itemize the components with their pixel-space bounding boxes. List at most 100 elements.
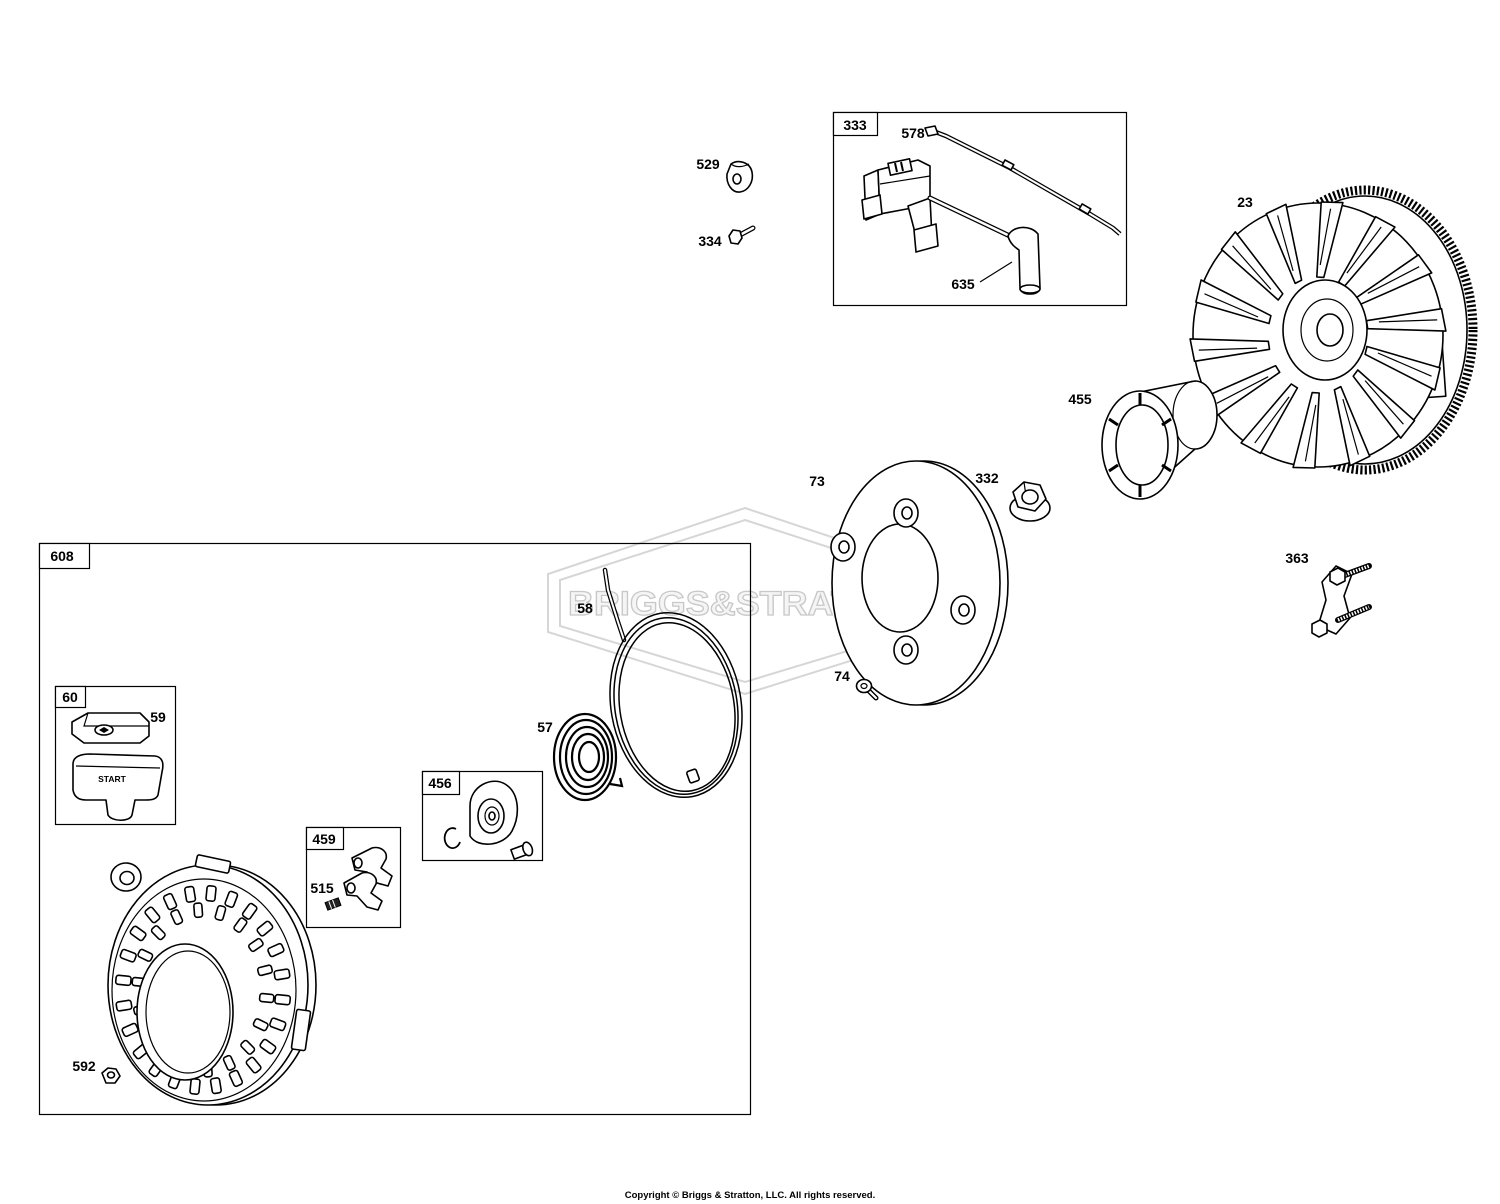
kit-60-box: 60 START [54, 685, 177, 826]
starter-cup-rib [1161, 417, 1172, 427]
ground-wire-fill [932, 130, 1121, 235]
callout-363: 363 [1285, 550, 1309, 566]
kit-333-label: 333 [843, 117, 867, 133]
housing-vent-slot [121, 1022, 139, 1038]
flywheel-fin-edge [1342, 398, 1359, 455]
housing-vent-slot [137, 948, 154, 962]
flywheel-fin-edge [1367, 266, 1420, 294]
housing-vent-slot [205, 885, 217, 902]
ground-wire-terminal [924, 125, 939, 137]
housing-vent-slot [256, 964, 274, 977]
spring-coil-2 [558, 718, 614, 796]
kit-456-frame [421, 770, 544, 862]
part-456-pawl-retainer [469, 780, 519, 845]
starter-cup-rib [1108, 417, 1119, 427]
kit-459-box: 459 [305, 826, 402, 929]
screw-74-washer [860, 682, 868, 690]
kit-608-frame [38, 542, 752, 1116]
part-332-flange-nut [1009, 481, 1051, 522]
flywheel-fin-edge [1346, 226, 1382, 274]
armature-terminal-stripe-2 [900, 161, 904, 172]
callout-592: 592 [72, 1058, 96, 1074]
flywheel-fin-edge [1254, 396, 1290, 444]
part-363-bracket-bolts [1311, 563, 1372, 638]
housing-vent-slot [274, 993, 292, 1006]
housing-vent-slot [129, 925, 147, 942]
flywheel-fin-edge [1364, 380, 1404, 425]
callout-515: 515 [310, 880, 334, 896]
callout-23: 23 [1237, 194, 1253, 210]
part-608-recoil-housing [107, 854, 317, 1106]
callout-455: 455 [1068, 391, 1092, 407]
callout-529: 529 [696, 156, 720, 172]
kit-456-tab [421, 770, 461, 796]
spring-coil-4 [570, 732, 606, 782]
flywheel-fin-edge [1378, 319, 1438, 323]
bolt-upper-head [1329, 567, 1346, 586]
housing-vent-slot [114, 974, 132, 987]
flywheel-fin [1364, 345, 1441, 391]
callout-59: 59 [150, 709, 166, 725]
flywheel-fin-edge [1277, 215, 1294, 272]
flywheel-fin [1333, 385, 1371, 467]
plate-boss [893, 635, 919, 665]
part-529-grommet [726, 160, 754, 193]
part-58-starter-rope [602, 567, 743, 799]
starter-cup-back-edge [1172, 380, 1196, 450]
starter-cup-ribs [1108, 393, 1172, 497]
callout-635-leader [979, 261, 1013, 283]
plate-center-opening [861, 523, 939, 633]
plate-boss [950, 595, 976, 625]
plate-boss [830, 532, 856, 562]
housing-vent-slot [267, 942, 285, 958]
callout-labels: 529 334 578 635 23 455 332 73 363 74 58 … [72, 125, 1309, 1074]
flywheel-fin-edge [1319, 208, 1332, 266]
flywheel-fin-edge [1216, 376, 1269, 404]
plate-boss-inner [901, 643, 913, 657]
kit-60-label: 60 [62, 689, 78, 705]
grommet-top-edge [730, 163, 750, 168]
armature-terminal-stripe-1 [894, 162, 898, 173]
spark-plug-boot-end [1019, 284, 1041, 294]
flywheel-fin [1195, 279, 1272, 325]
flywheel-fin [1240, 383, 1299, 455]
part-333-ignition-armature [861, 158, 939, 253]
callout-74: 74 [834, 668, 850, 684]
spring-coil-3 [564, 725, 610, 789]
part-59-handle-insert [71, 712, 150, 744]
part-515-pin [324, 897, 342, 911]
part-455-starter-cup [1101, 380, 1218, 500]
bolt-upper-shank [1339, 563, 1372, 579]
part-456-screw [510, 841, 534, 860]
callout-58: 58 [577, 600, 593, 616]
flywheel-fin [1316, 201, 1344, 279]
kit-456-label: 456 [428, 775, 452, 791]
housing-vent-slot [189, 1078, 201, 1095]
housing-vent-slot [209, 1077, 222, 1095]
part-456-retaining-ring [443, 827, 461, 849]
flywheel-fin-edge [1198, 347, 1258, 351]
callout-578: 578 [901, 125, 925, 141]
part-73-flywheel-screen-plate [830, 460, 1009, 706]
plate-boss [893, 498, 919, 528]
rope-guide-hole [119, 870, 135, 886]
ground-wire-clip-2 [1078, 203, 1092, 215]
housing-vent-slot [115, 999, 133, 1012]
handle-insert-top-edge [83, 712, 149, 727]
plate-boss-inner [838, 540, 850, 554]
flywheel-fin [1220, 231, 1284, 301]
part-334-screw [728, 225, 756, 245]
part-578-ground-wire [924, 125, 1122, 236]
kit-60-frame [54, 685, 177, 826]
part-23-flywheel [1189, 185, 1478, 475]
housing-center-opening [136, 943, 234, 1081]
part-459-pawl-lower [343, 871, 383, 911]
kit-459-label: 459 [312, 831, 336, 847]
housing-vent-slot [228, 1069, 244, 1088]
rope-tail-fill [604, 569, 625, 641]
flywheel-fin [1352, 369, 1416, 439]
part-635-spark-plug-lead [927, 195, 1041, 295]
part-74-screw [855, 678, 879, 701]
housing-inner-ring [111, 878, 297, 1102]
flywheel-fin-edge [1377, 352, 1432, 377]
